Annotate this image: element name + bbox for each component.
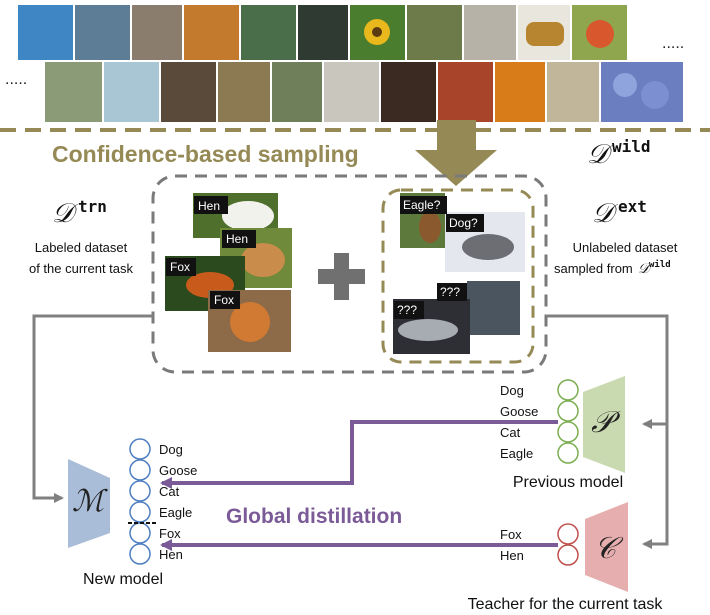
new-class-fox: Fox	[159, 526, 181, 541]
new-class-goose: Goose	[159, 463, 197, 478]
new-model-label: New model	[83, 571, 163, 588]
ext-caption-symbol: 𝒟	[638, 261, 652, 277]
teacher-model-label: Teacher for the current task	[468, 596, 664, 613]
thumb-tiger	[184, 5, 239, 60]
previous-model-block	[583, 376, 625, 473]
previous-class-dog: Dog	[500, 383, 524, 398]
thumb-bird	[407, 5, 462, 60]
thumb-bus	[241, 5, 296, 60]
previous-to-new-distill-arrow	[160, 420, 558, 489]
ext-img-orca	[467, 281, 520, 335]
thumb-car	[298, 5, 348, 60]
wild-dataset-superscript: wild	[612, 137, 651, 156]
previous-model-outputs	[557, 379, 579, 464]
new-class-cat: Cat	[159, 484, 180, 499]
new-model-outputs	[129, 438, 151, 565]
teacher-model-block	[585, 502, 628, 592]
teacher-class-fox: Fox	[500, 527, 522, 542]
ext-dataset-superscript: ext	[618, 197, 647, 216]
new-model-block	[68, 459, 110, 548]
new-class-hen: Hen	[159, 547, 183, 562]
thumb-tools	[464, 5, 516, 60]
global-distillation-label: Global distillation	[226, 505, 402, 528]
new-model-symbol: ℳ	[72, 484, 108, 519]
train-tag-hen-2: Hen	[226, 232, 248, 246]
train-dataset-caption-2: of the current task	[29, 261, 134, 276]
wild-image-strip	[18, 5, 683, 122]
ext-dataset-symbol: 𝒟	[592, 198, 618, 229]
train-images: Hen Hen Fox Fox	[165, 193, 292, 352]
ext-dataset-caption-1: Unlabeled dataset	[573, 240, 678, 255]
train-dataset-superscript: trn	[78, 197, 107, 216]
data-to-teacher-arrow	[546, 314, 669, 549]
thumb-table	[381, 62, 436, 122]
train-tag-fox-2: Fox	[214, 293, 234, 307]
teacher-class-hen: Hen	[500, 548, 524, 563]
thumb-sand	[547, 62, 599, 122]
wild-dataset-symbol: 𝒟	[587, 139, 613, 170]
train-dataset-symbol: 𝒟	[52, 198, 78, 229]
ext-images: Eagle? Dog? ??? ???	[393, 193, 525, 354]
ext-tag-car: ???	[397, 303, 417, 317]
thumb-bear	[161, 62, 216, 122]
ellipsis-right: .....	[662, 35, 684, 52]
thumb-cat	[132, 5, 182, 60]
ellipsis-left: .....	[5, 71, 27, 88]
sampling-arrow	[415, 120, 497, 186]
train-to-new-model-arrow	[32, 314, 153, 503]
thumb-cat-2	[272, 62, 322, 122]
previous-class-eagle: Eagle	[500, 446, 533, 461]
thumb-orca	[75, 5, 130, 60]
sampling-label: Confidence-based sampling	[52, 141, 359, 167]
combined-dataset-box	[151, 174, 548, 374]
thumb-seal	[104, 62, 159, 122]
thumb-airplane	[324, 62, 379, 122]
train-tag-fox-1: Fox	[170, 260, 190, 274]
previous-class-cat: Cat	[500, 425, 521, 440]
ext-tag-orca: ???	[440, 285, 460, 299]
thumb-drink	[438, 62, 493, 122]
thumb-squirrel	[218, 62, 270, 122]
new-class-eagle: Eagle	[159, 505, 192, 520]
thumb-shark	[18, 5, 73, 60]
ext-tag-dog: Dog?	[449, 216, 478, 230]
previous-class-goose: Goose	[500, 404, 538, 419]
ext-tag-eagle: Eagle?	[403, 198, 441, 212]
train-tag-hen-1: Hen	[198, 199, 220, 213]
plus-icon	[318, 253, 365, 300]
ext-dataset-caption-2: sampled from	[554, 261, 633, 276]
ext-dataset-box	[381, 188, 535, 364]
thumb-guitar	[495, 62, 545, 122]
thumb-robin	[45, 62, 102, 122]
new-class-dog: Dog	[159, 442, 183, 457]
teacher-model-outputs	[557, 523, 579, 566]
ext-caption-superscript: wild	[649, 259, 671, 270]
train-dataset-caption-1: Labeled dataset	[35, 240, 128, 255]
previous-model-label: Previous model	[513, 474, 623, 491]
